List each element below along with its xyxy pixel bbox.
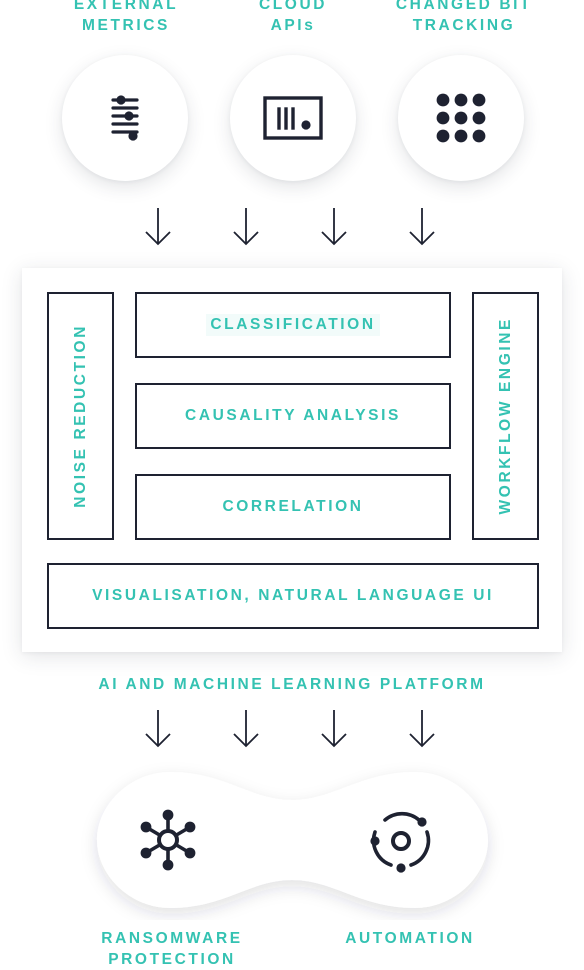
down-arrow-icon	[409, 710, 435, 748]
source-label-line2: APIs	[270, 17, 316, 34]
source-label-line1: EXTERNAL	[73, 0, 179, 13]
workflow-engine-box: WORKFLOW ENGINE	[472, 292, 539, 540]
down-arrow-icon	[409, 208, 435, 246]
output-capsule	[97, 772, 488, 908]
down-arrow-icon	[321, 208, 347, 246]
down-arrow-icon	[321, 710, 347, 748]
noise-reduction-box: NOISE REDUCTION	[47, 292, 114, 540]
noise-reduction-label: NOISE REDUCTION	[71, 324, 89, 508]
source-label-cloud-apis: CLOUD APIs	[203, 0, 383, 36]
output-label-line1: AUTOMATION	[345, 930, 475, 947]
down-arrow-icon	[145, 710, 171, 748]
source-circle-external-metrics	[62, 55, 188, 181]
sliders-icon	[111, 95, 139, 141]
down-arrow-icon	[233, 208, 259, 246]
network-hub-icon	[140, 809, 196, 871]
source-label-line1: CHANGED BIT	[395, 0, 533, 13]
api-panel-icon	[263, 96, 323, 140]
source-circle-changed-bit-tracking	[398, 55, 524, 181]
workflow-engine-label: WORKFLOW ENGINE	[496, 317, 514, 515]
down-arrow-icon	[145, 208, 171, 246]
source-label-line1: CLOUD	[258, 0, 328, 13]
causality-analysis-box: CAUSALITY ANALYSIS	[135, 383, 451, 449]
causality-analysis-label: CAUSALITY ANALYSIS	[185, 407, 401, 424]
source-circle-cloud-apis	[230, 55, 356, 181]
visualisation-label: VISUALISATION, NATURAL LANGUAGE UI	[92, 587, 494, 604]
output-label-automation: AUTOMATION	[310, 928, 510, 949]
source-label-external-metrics: EXTERNAL METRICS	[36, 0, 216, 36]
classification-box: CLASSIFICATION	[135, 292, 451, 358]
source-label-changed-bit-tracking: CHANGED BIT TRACKING	[369, 0, 559, 36]
source-label-line2: TRACKING	[412, 17, 516, 34]
ai-platform-panel: NOISE REDUCTION CLASSIFICATION CAUSALITY…	[22, 268, 562, 652]
dot-grid-icon	[436, 93, 486, 143]
visualisation-box: VISUALISATION, NATURAL LANGUAGE UI	[47, 563, 539, 629]
down-arrow-icon	[233, 710, 259, 748]
output-label-line1: RANSOMWARE	[101, 930, 243, 947]
platform-caption: AI AND MACHINE LEARNING PLATFORM	[98, 676, 486, 693]
output-label-line2: PROTECTION	[108, 951, 236, 968]
output-label-ransomware-protection: RANSOMWARE PROTECTION	[72, 928, 272, 970]
orbit-cycle-icon	[370, 811, 431, 873]
correlation-label: CORRELATION	[222, 498, 364, 515]
classification-label: CLASSIFICATION	[206, 314, 380, 336]
source-label-line2: METRICS	[82, 17, 170, 34]
correlation-box: CORRELATION	[135, 474, 451, 540]
